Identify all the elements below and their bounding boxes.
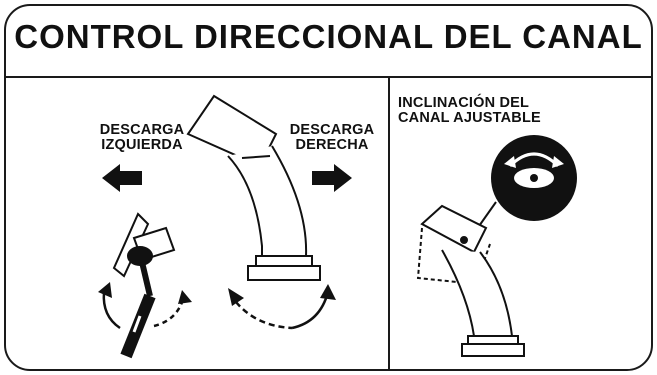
discharge-chute-icon	[186, 94, 321, 281]
tilt-label-line2: CANAL AJUSTABLE	[398, 110, 541, 126]
discharge-left-label: DESCARGA IZQUIERDA	[92, 123, 192, 153]
instruction-decal: CONTROL DIRECCIONAL DEL CANAL DESCARGA I…	[4, 4, 653, 371]
decal-title: CONTROL DIRECCIONAL DEL CANAL	[14, 18, 643, 55]
discharge-right-line2: DERECHA	[295, 137, 369, 153]
title-divider	[6, 76, 651, 78]
discharge-left-line1: DESCARGA	[99, 122, 185, 138]
tilt-label-line1: INCLINACIÓN DEL	[398, 95, 530, 111]
chute-diagram	[98, 94, 577, 359]
tilt-chute-icon	[416, 204, 525, 357]
rotate-knob-icon	[491, 135, 577, 221]
discharge-right-label: DESCARGA DERECHA	[287, 123, 377, 153]
rotation-arrows-icon	[235, 291, 330, 330]
arrow-left-icon	[102, 164, 142, 192]
panel-divider	[388, 78, 390, 369]
discharge-left-line2: IZQUIERDA	[101, 137, 183, 153]
crank-handle-icon	[112, 212, 176, 359]
tilt-label: INCLINACIÓN DEL CANAL AJUSTABLE	[398, 96, 568, 126]
arrow-right-icon	[312, 164, 352, 192]
discharge-right-line1: DESCARGA	[289, 122, 375, 138]
